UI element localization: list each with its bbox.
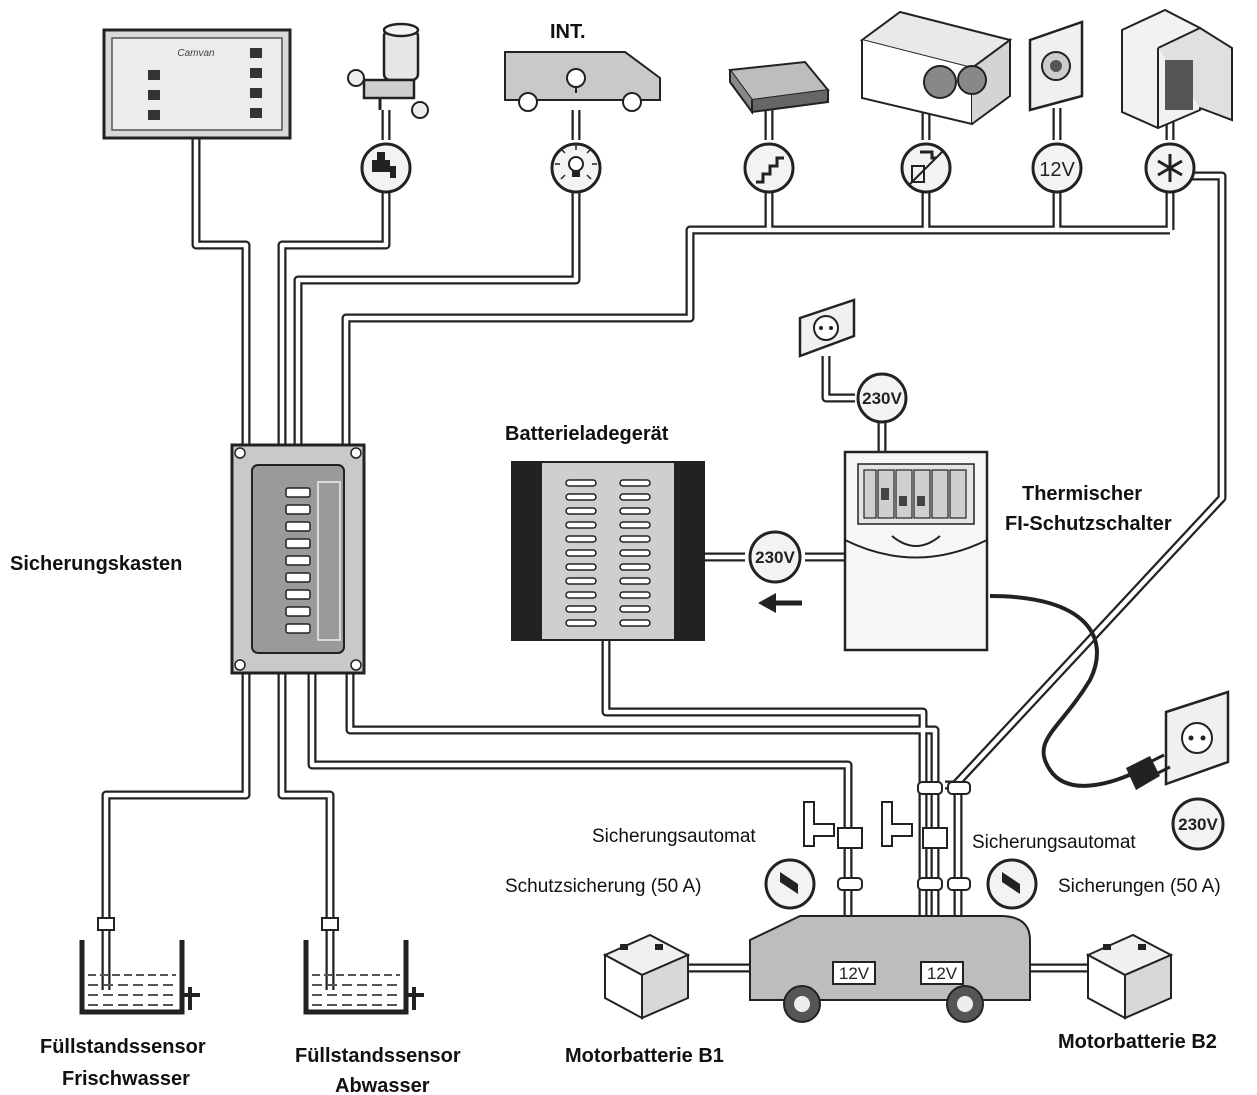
battery-charger (511, 461, 705, 641)
vehicle-van-icon (749, 915, 1031, 1023)
12v-left-badge: 12V (832, 961, 876, 985)
thermischer-label-line1: Thermischer (1022, 483, 1142, 505)
arrow-left-icon (758, 593, 802, 613)
motorbatterie-b2-label: Motorbatterie B2 (1058, 1031, 1217, 1053)
12v-right-text: 12V (927, 964, 958, 983)
sicherungskasten-label: Sicherungskasten (10, 553, 182, 575)
step-icon (728, 60, 830, 116)
thermischer-label-line2: FI-Schutzschalter (1005, 513, 1172, 535)
fridge-icon (1121, 8, 1233, 130)
circuit-breaker-left (803, 801, 863, 891)
lamp-symbol-icon (550, 142, 602, 194)
circuit-breaker-right (881, 781, 971, 891)
fuell-frisch-label-line1: Füllstandssensor (40, 1036, 206, 1058)
sicherungen-label: Sicherungen (50 A) (1058, 876, 1221, 897)
12v-left-text: 12V (839, 964, 870, 983)
fuell-ab-label-line2: Abwasser (335, 1075, 430, 1095)
sicherungsautomat-left-label: Sicherungsautomat (592, 826, 756, 847)
stairs-symbol-icon (743, 142, 795, 194)
power-plug-icon (1126, 753, 1171, 790)
230v-charger-text: 230V (755, 548, 795, 567)
12v-symbol-icon: 12V (1031, 142, 1083, 194)
water-pump-icon (347, 22, 429, 119)
fuse-box (230, 443, 366, 675)
batterieladegeraet-label: Batterieladegerät (505, 423, 669, 445)
snowflake-symbol-icon (1144, 142, 1196, 194)
heater-icon (859, 10, 1013, 126)
230v-socket-text: 230V (862, 389, 902, 408)
van-interior-icon (504, 51, 661, 112)
wall-socket-right-icon (1164, 690, 1230, 786)
control-panel: Camvan (102, 28, 292, 140)
12v-right-badge: 12V (920, 961, 964, 985)
battery-b2-icon (1085, 933, 1174, 1020)
water-heater-symbol-icon (900, 142, 952, 194)
panel-brand: Camvan (177, 48, 215, 59)
wall-socket-icon (798, 298, 856, 358)
fuell-frisch-label-line2: Frischwasser (62, 1068, 190, 1090)
motorbatterie-b1-label: Motorbatterie B1 (565, 1045, 724, 1067)
fuell-ab-label-line1: Füllstandssensor (295, 1045, 461, 1067)
battery-b1-icon (602, 933, 691, 1020)
12v-top-text: 12V (1039, 159, 1075, 181)
fi-breaker (843, 450, 989, 652)
tap-symbol-icon (360, 142, 412, 194)
int-label: INT. (550, 21, 586, 43)
sicherungsautomat-right-label: Sicherungsautomat (972, 832, 1136, 853)
fuse-symbol-left-icon (764, 858, 816, 910)
12v-socket-icon (1028, 20, 1084, 112)
230v-socket-badge: 230V (856, 372, 908, 424)
fresh-water-tank-icon (79, 917, 200, 1015)
fuse-symbol-right-icon (986, 858, 1038, 910)
230v-charger-badge: 230V (748, 530, 802, 584)
230v-plug-text: 230V (1178, 815, 1218, 834)
waste-water-tank-icon (303, 917, 424, 1015)
schutzsicherung-label: Schutzsicherung (50 A) (505, 876, 701, 897)
230v-plug-badge: 230V (1171, 797, 1225, 851)
